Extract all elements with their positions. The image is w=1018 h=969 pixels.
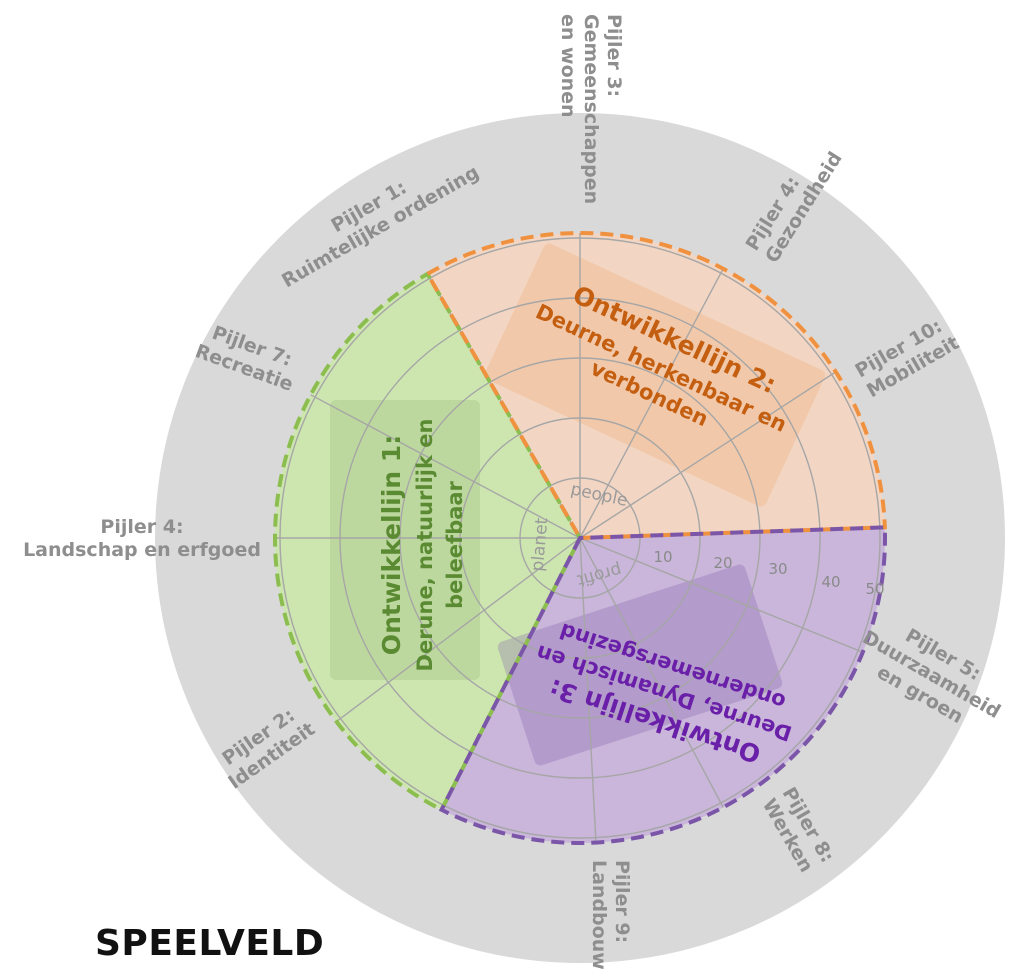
grid-spoke (579, 537, 724, 808)
ontwikkellijn-1-label: Ontwikkellijn 1: Derune, natuurlijk en b… (377, 419, 467, 672)
ring-value-label: 20 (713, 554, 732, 572)
watermark-shape (497, 564, 783, 766)
boundary-ontwikkellijn-3 (438, 525, 887, 845)
pijler-label: Pijler 4:Landschap en erfgoed (23, 516, 261, 561)
ring-value-label: 30 (768, 560, 787, 578)
pijler-label-name: en wonen (557, 14, 579, 118)
grid-spoke (579, 537, 597, 843)
pijler-label-name: Gemeenschappen (580, 14, 602, 204)
ring-value-label: 50 (865, 580, 884, 598)
pijler-label-name: Landschap en erfgoed (23, 539, 261, 561)
ontwikkellijn-1-title: Ontwikkellijn 1: (377, 435, 406, 655)
watermark-block (497, 564, 783, 766)
ontwikkellijn-1-subtitle-line-1: Derune, natuurlijk en (413, 419, 437, 672)
sector-ontwikkellijn-2 (427, 233, 885, 539)
pijler-label-name: Landbouw (588, 860, 610, 969)
grid-spoke (579, 537, 864, 653)
pijler-label-number: Pijler 3: (603, 14, 625, 97)
grid-spoke (335, 537, 581, 723)
dimension-label-planet: planet (528, 517, 553, 573)
grid-spoke (579, 268, 724, 539)
boundary-ontwikkellijn-1 (273, 271, 583, 813)
watermark-shape (330, 400, 480, 680)
watermark-block (330, 400, 480, 680)
grid-spoke (310, 394, 581, 539)
pijler-label-number: Pijler 4: (100, 516, 183, 538)
ontwikkellijn-1-subtitle-line-2: beleefbaar (443, 480, 467, 608)
pijler-label-number: Pijler 9: (611, 860, 633, 943)
polar-grid (275, 233, 881, 843)
ring-value-label: 40 (821, 573, 840, 591)
ring-value-labels: 10 20 30 40 50 (653, 548, 884, 598)
ring-value-label: 10 (653, 548, 672, 566)
boundary-ontwikkellijn-2 (424, 231, 887, 541)
pijler-label: Pijler 9:Landbouw (588, 860, 633, 969)
page-title: SPEELVELD (95, 923, 325, 964)
grid-spoke (579, 371, 837, 539)
sector-ontwikkellijn-3 (441, 527, 885, 844)
